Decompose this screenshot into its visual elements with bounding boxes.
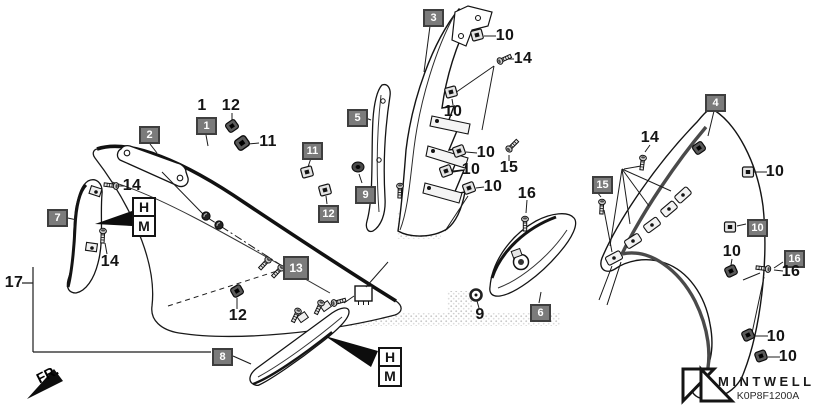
part-callout-10: 10 <box>461 161 481 178</box>
group-17-bracket-line <box>22 267 252 365</box>
part-callout-box-9: 9 <box>355 186 376 204</box>
part-callout-14: 14 <box>640 129 660 146</box>
part-callout-box-8: 8 <box>212 348 233 366</box>
part-callout-14: 14 <box>122 177 142 194</box>
left-winglet-part <box>66 179 103 294</box>
part-callout-box-5: 5 <box>347 109 368 127</box>
hm-marker-top: H <box>134 199 154 217</box>
part-callout-17: 17 <box>4 274 24 291</box>
part-callout-10: 10 <box>765 163 785 180</box>
hm-arrow-left <box>95 211 132 226</box>
right-side-cowl-part <box>598 108 766 400</box>
part-callout-box-12: 12 <box>318 205 339 223</box>
part-callout-10: 10 <box>476 144 496 161</box>
part-callout-14: 14 <box>100 253 120 270</box>
part-callout-10: 10 <box>766 328 786 345</box>
part-callout-box-7: 7 <box>47 209 68 227</box>
part-callout-box-11: 11 <box>302 142 323 160</box>
part-callout-box-10: 10 <box>747 219 768 237</box>
side-cover-part <box>489 213 577 297</box>
part-callout-box-2: 2 <box>139 126 160 144</box>
part-callout-box-6: 6 <box>530 304 551 322</box>
part-callout-12: 12 <box>228 307 248 324</box>
part-callout-15: 15 <box>499 159 519 176</box>
hm-marker-bottom: M <box>384 368 396 384</box>
part-callout-box-3: 3 <box>423 9 444 27</box>
hm-marker: H M <box>132 197 156 237</box>
part-callout-16: 16 <box>517 185 537 202</box>
hm-marker-top: H <box>380 349 400 367</box>
part-callout-12: 12 <box>221 97 241 114</box>
watermark-text: MINTWELL <box>718 374 815 389</box>
hm-marker: H M <box>378 347 402 387</box>
part-callout-box-16: 16 <box>784 250 805 268</box>
part-callout-10: 10 <box>495 27 515 44</box>
part-callout-box-1: 1 <box>196 117 217 135</box>
leader-lines <box>62 25 784 358</box>
part-callout-14: 14 <box>513 50 533 67</box>
part-callout-10: 10 <box>483 178 503 195</box>
hm-arrow-bottom <box>325 336 378 367</box>
part-callout-10: 10 <box>443 103 463 120</box>
part-callout-box-15: 15 <box>592 176 613 194</box>
lower-winglet-part <box>249 299 350 387</box>
small-box-symbol <box>354 285 373 305</box>
stay-bracket-part <box>116 144 189 188</box>
part-callout-box-4: 4 <box>705 94 726 112</box>
part-callout-10: 10 <box>778 348 798 365</box>
figure-code: K0P8F1200A <box>736 390 800 402</box>
hm-marker-bottom: M <box>138 218 150 234</box>
watermark-logo <box>681 365 736 405</box>
part-callout-10: 10 <box>722 243 742 260</box>
part-callout-9: 9 <box>475 306 485 323</box>
fr-arrow-icon <box>27 369 63 399</box>
front-cowl-part <box>397 5 493 237</box>
part-callout-16: 16 <box>781 263 801 280</box>
part-callout-box-13: 13 <box>283 256 309 280</box>
part-callout-1: 1 <box>197 97 207 114</box>
part-callout-11: 11 <box>259 133 277 150</box>
